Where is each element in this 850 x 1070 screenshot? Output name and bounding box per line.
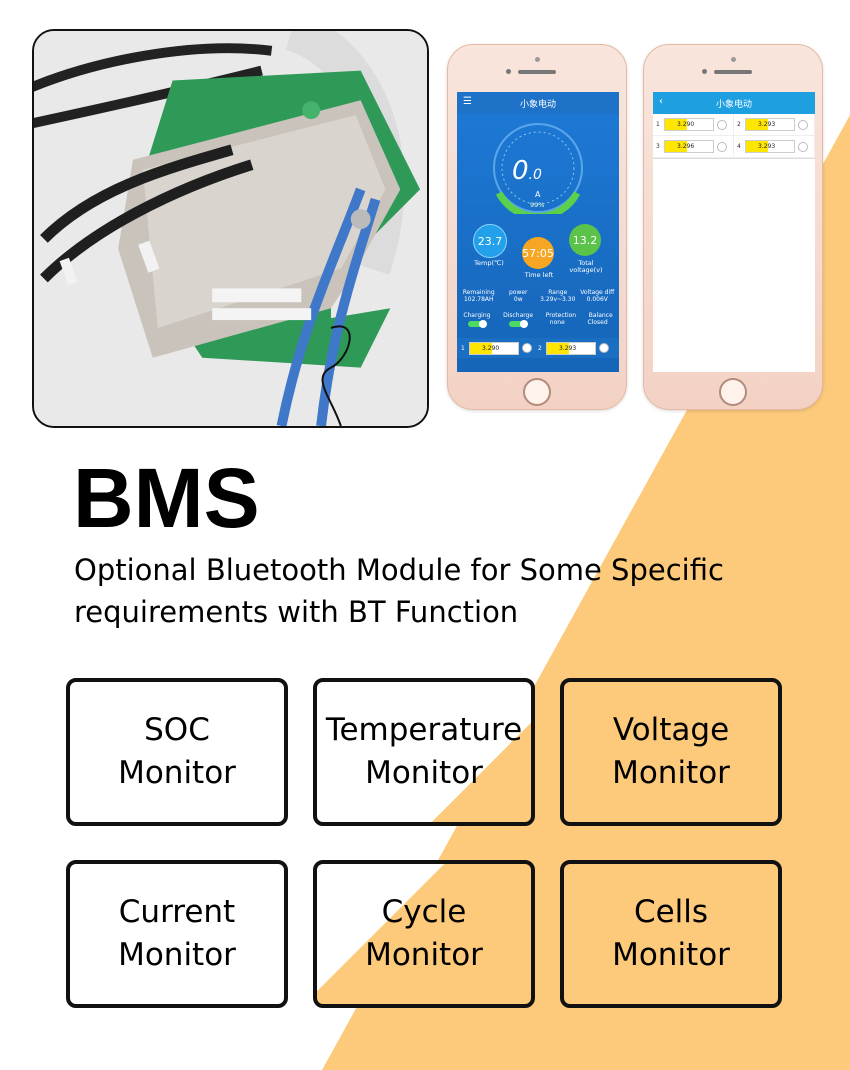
- cell-balance-indicator: [717, 141, 727, 152]
- temperature-circle: 23.7: [473, 224, 507, 258]
- cell-voltage-value: 3.293: [559, 344, 577, 352]
- cell-index: 4: [737, 143, 741, 150]
- home-button[interactable]: [719, 378, 747, 406]
- cell-voltage-bar: 3.296: [664, 140, 714, 153]
- cell-index: 2: [538, 344, 542, 352]
- feature-line: Monitor: [118, 755, 236, 791]
- feature-line: Cells: [633, 894, 709, 930]
- cell-row: 1 3.290: [653, 114, 734, 136]
- stat-value: 102.78AH: [463, 296, 494, 303]
- phone-screen-cells: ‹ 小象电动 1 3.290 2 3.293 3 3.296 4 3.293: [653, 92, 815, 372]
- stat-value: 3.29v~3.30: [540, 296, 576, 303]
- stats-table: Remaining power Range Voltage diff 102.7…: [459, 289, 617, 303]
- stat-header: Range: [548, 289, 568, 296]
- cell-balance-indicator: [522, 343, 532, 353]
- app-header: ‹ 小象电动: [653, 92, 815, 114]
- front-camera: [506, 69, 511, 74]
- cell-index: 1: [656, 121, 660, 128]
- earpiece-speaker: [714, 70, 752, 74]
- cell-index: 3: [656, 143, 660, 150]
- cell-voltage-bar: 3.293: [546, 341, 596, 355]
- balance-value: Closed: [587, 319, 608, 326]
- menu-icon[interactable]: ☰: [463, 96, 472, 107]
- app-title: 小象电动: [519, 99, 556, 110]
- back-chevron-icon[interactable]: ‹: [659, 96, 663, 107]
- phone-screen-dashboard: ☰ 小象电动 0.0 A 99% 23.7 Temp(℃) 57:05 Time…: [457, 92, 619, 372]
- current-gauge: [493, 123, 583, 214]
- feature-line: Cycle: [381, 894, 467, 930]
- temperature-label: Temp(℃): [474, 259, 504, 267]
- feature-line: Monitor: [612, 755, 730, 791]
- stat-header: power: [508, 289, 528, 296]
- cell-voltage-bar: 3.290: [664, 118, 714, 131]
- front-sensor: [731, 57, 736, 62]
- stat-header: Voltage diff: [580, 289, 615, 296]
- front-camera: [702, 69, 707, 74]
- cell-voltage-value: 3.296: [677, 143, 695, 150]
- cell-voltage-value: 3.290: [482, 344, 500, 352]
- toggle-header: Balance: [588, 312, 613, 319]
- discharge-toggle[interactable]: [509, 320, 529, 328]
- current-unit: A: [535, 190, 541, 199]
- phone-mockup-cells: ‹ 小象电动 1 3.290 2 3.293 3 3.296 4 3.293: [643, 44, 823, 410]
- stat-value: 0.006V: [586, 296, 608, 303]
- toggle-header: Discharge: [503, 312, 534, 319]
- page-title: BMS: [73, 451, 260, 545]
- dashboard-body: 0.0 A 99% 23.7 Temp(℃) 57:05 Time left 1…: [457, 114, 619, 372]
- cell-balance-indicator: [599, 343, 609, 353]
- total-voltage-label: Total voltage(v): [569, 259, 603, 274]
- feature-soc-monitor: SOC Monitor: [66, 678, 288, 826]
- cell-voltage-value: 3.290: [677, 121, 695, 128]
- cell-index: 2: [737, 121, 741, 128]
- feature-line: Temperature: [325, 712, 523, 748]
- current-value: 0.0: [512, 156, 542, 186]
- cell-balance-indicator: [717, 119, 727, 130]
- cell-balance-indicator: [798, 119, 808, 130]
- stat-value: 0w: [513, 296, 523, 303]
- bms-board-photo: [32, 29, 429, 428]
- feature-line: Current: [118, 894, 236, 930]
- feature-line: Monitor: [612, 937, 730, 973]
- feature-line: Voltage: [612, 712, 730, 748]
- cell-row: 3 3.296: [653, 136, 734, 158]
- front-sensor: [535, 57, 540, 62]
- cell-voltage-value: 3.293: [758, 121, 776, 128]
- status-toggles: Charging Discharge Protection Balance no…: [457, 312, 619, 328]
- cell-voltage-bar: 3.293: [745, 140, 795, 153]
- phone-mockup-dashboard: ☰ 小象电动 0.0 A 99% 23.7 Temp(℃) 57:05 Time…: [447, 44, 627, 410]
- cell-row: 1 3.290 2 3.293: [457, 338, 619, 358]
- cell-row: 4 3.293: [734, 136, 815, 158]
- time-left-circle: 57:05: [522, 237, 554, 269]
- home-button[interactable]: [523, 378, 551, 406]
- cell-voltage-bar: 3.290: [469, 341, 519, 355]
- app-header: ☰ 小象电动: [457, 92, 619, 114]
- feature-line: Monitor: [365, 937, 483, 973]
- toggle-header: Protection: [545, 312, 577, 319]
- total-voltage-circle: 13.2: [569, 224, 601, 256]
- soc-label: 99%: [530, 201, 545, 209]
- cell-voltage-bar: 3.293: [745, 118, 795, 131]
- earpiece-speaker: [518, 70, 556, 74]
- feature-line: Monitor: [365, 755, 483, 791]
- time-left-label: Time left: [524, 271, 554, 279]
- charging-toggle[interactable]: [468, 320, 488, 328]
- cell-voltage-value: 3.293: [758, 143, 776, 150]
- cell-row: 2 3.293: [734, 114, 815, 136]
- page-subtitle: Optional Bluetooth Module for Some Speci…: [74, 553, 724, 629]
- cell-balance-indicator: [798, 141, 808, 152]
- toggle-header: Charging: [463, 312, 491, 319]
- cell-voltage-list: 1 3.290 2 3.293: [457, 338, 619, 358]
- feature-line: SOC: [144, 712, 210, 748]
- cell-index: 1: [461, 344, 465, 352]
- app-title: 小象电动: [715, 99, 752, 110]
- cell-voltage-grid: 1 3.290 2 3.293 3 3.296 4 3.293: [653, 114, 815, 159]
- protection-value: none: [549, 319, 565, 326]
- stat-header: Remaining: [462, 289, 495, 296]
- feature-line: Monitor: [118, 937, 236, 973]
